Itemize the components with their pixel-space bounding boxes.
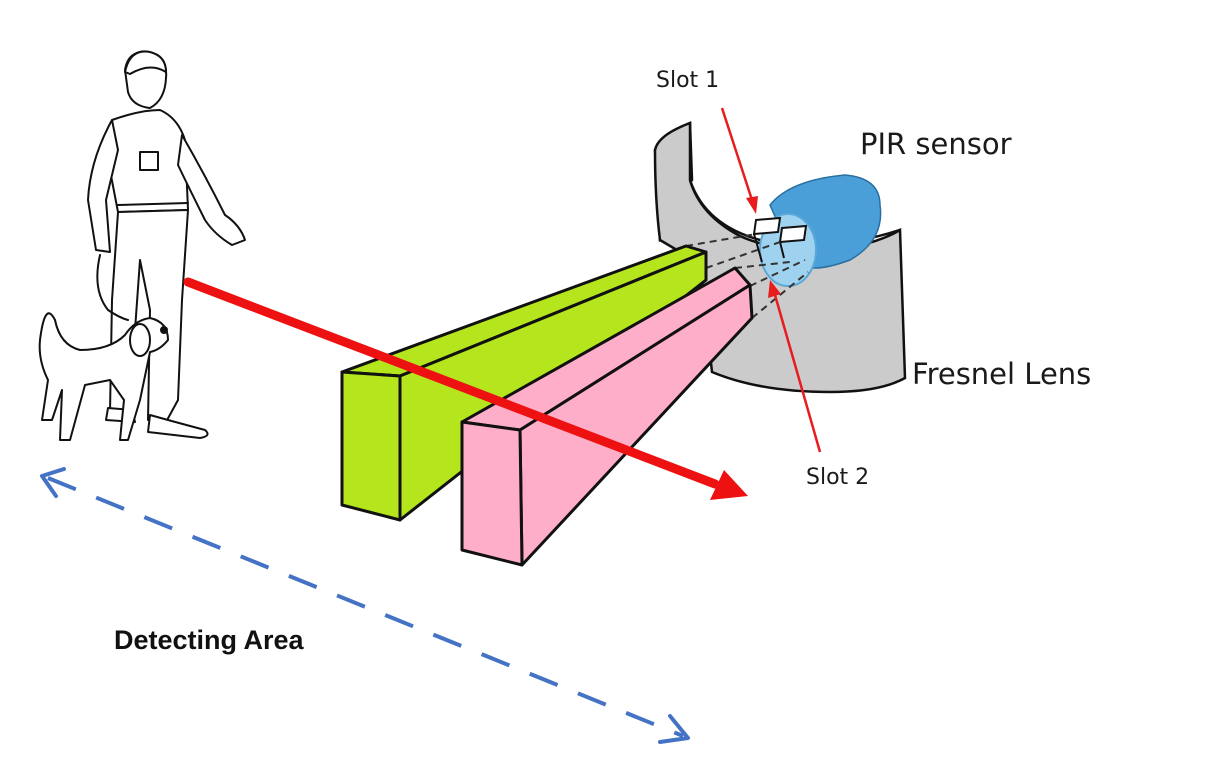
label-pir-sensor: PIR sensor: [860, 127, 1012, 161]
man-left-arm: [87, 119, 119, 253]
green-beam-front: [340, 370, 402, 522]
pink-beam: [460, 266, 754, 567]
slot-2-pointer-line: [773, 294, 822, 453]
slot-2-pointer-head: [768, 280, 781, 298]
detecting-area-head-right: [658, 714, 690, 744]
man-belt: [117, 202, 189, 206]
label-detecting-area: Detecting Area: [114, 625, 305, 655]
projection-line: [734, 261, 791, 269]
slot-1-shape: [752, 216, 782, 236]
man-pocket: [139, 151, 159, 171]
projection-line: [749, 259, 806, 287]
pink-beam-front: [460, 420, 524, 567]
dog-leash: [96, 254, 129, 321]
slot-line-a: [753, 233, 763, 263]
slot-1-pointer: [720, 107, 758, 214]
slot-1-pointer-line: [720, 107, 754, 201]
slot-line-b: [779, 241, 785, 259]
label-slot-2: Slot 2: [806, 465, 869, 490]
projection-line: [705, 241, 781, 269]
man-shoe-front: [147, 414, 209, 439]
motion-arrow-head: [710, 470, 748, 500]
projection-lines: [685, 233, 809, 319]
label-slot-1: Slot 1: [656, 68, 719, 93]
man-hair: [124, 50, 167, 75]
slot-2-pointer: [768, 280, 822, 453]
man-right-arm: [177, 134, 246, 246]
motion-arrow: [183, 277, 748, 500]
projection-line: [751, 271, 809, 319]
detecting-area-arrow: [40, 467, 690, 744]
detecting-area-head-left: [40, 467, 66, 498]
dog-nose: [160, 326, 168, 334]
person-with-dog: [38, 50, 246, 441]
detecting-area-line: [47, 476, 684, 738]
dog-ear: [129, 323, 151, 357]
slot-1-pointer-head: [746, 196, 758, 214]
label-fresnel-lens: Fresnel Lens: [912, 357, 1091, 391]
motion-arrow-shaft: [183, 277, 720, 489]
pir-sensor: [752, 174, 882, 287]
slot-2-shape: [778, 224, 808, 244]
